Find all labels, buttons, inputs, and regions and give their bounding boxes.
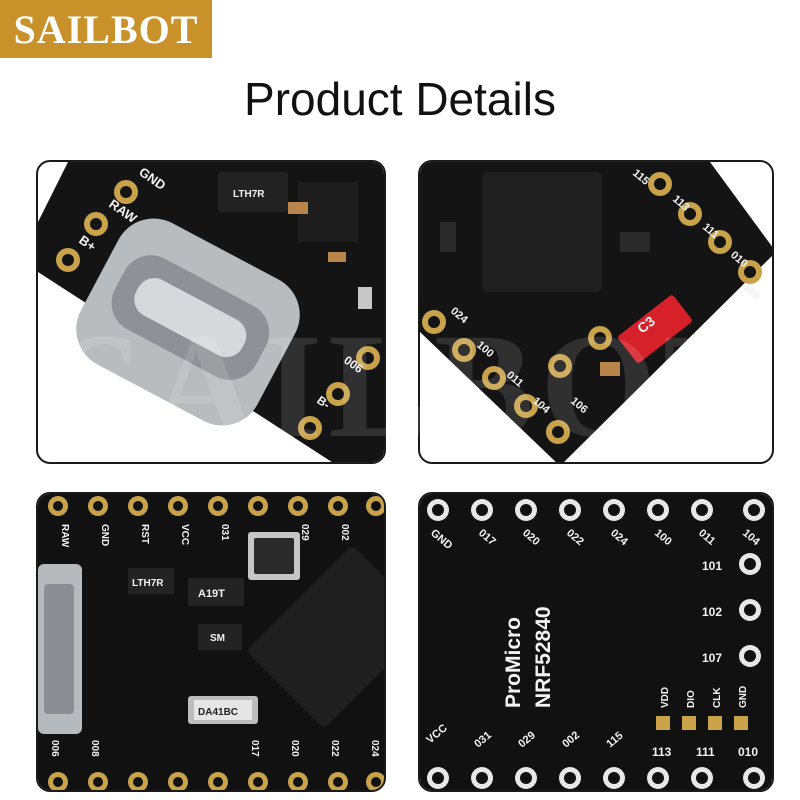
top-pad-row: [48, 496, 384, 516]
chip-label-sm: SM: [210, 633, 225, 644]
label-101: 101: [702, 559, 722, 573]
board-closeup-mcu: 115 113 111 010 009 024 100 011 104 106 …: [418, 160, 774, 464]
label-010: 010: [738, 745, 758, 759]
label-clk: CLK: [712, 687, 723, 708]
label-017: 017: [249, 740, 260, 757]
product-name-promicro: ProMicro: [502, 617, 525, 708]
label-002: 002: [339, 524, 350, 541]
label-vdd: VDD: [660, 687, 671, 708]
chip-label-lth7r: LTH7R: [132, 578, 164, 589]
board-mcu-illustration: 115 113 111 010 009 024 100 011 104 106 …: [420, 162, 772, 462]
chip-label-lth7r: LTH7R: [233, 189, 265, 200]
board-top-view: RAW GND RST VCC 031 029 002 006 008 017 …: [36, 492, 386, 792]
label-gnd: GND: [99, 524, 110, 546]
chip-label-a19t: A19T: [198, 588, 225, 600]
label-vcc: VCC: [179, 524, 190, 545]
label-031: 031: [219, 524, 230, 541]
label-006: 006: [49, 740, 60, 757]
sailbot-logo: SAILBOT: [0, 0, 212, 58]
swd-pads: [656, 716, 748, 730]
page-title: Product Details: [244, 73, 556, 125]
board-bottom-illustration: GND 017 020 022 024 100 011 104 101 102 …: [420, 494, 772, 790]
right-pad-column: [739, 553, 761, 667]
label-029: 029: [299, 524, 310, 541]
logo-text: SAILBOT: [13, 6, 199, 52]
solder-jumper: [618, 295, 692, 363]
mcu-chip: [248, 547, 384, 727]
label-gnd-swd: GND: [738, 686, 749, 708]
label-raw: RAW: [59, 524, 70, 548]
edge-pads-left: [56, 180, 380, 440]
edge-pads-right: [648, 172, 762, 284]
label-024: 024: [369, 740, 380, 757]
label-111: 111: [696, 745, 715, 759]
label-022: 022: [329, 740, 340, 757]
bottom-pad-row: [48, 772, 384, 790]
label-dio: DIO: [686, 690, 697, 708]
product-name-nrf52840: NRF52840: [532, 606, 555, 708]
mcu-chip: [482, 172, 602, 292]
edge-pads-left: [422, 310, 612, 444]
board-closeup-usb-c: GND RAW B+ 006 B- LTH7R: [36, 160, 386, 464]
label-102: 102: [702, 605, 722, 619]
label-107: 107: [702, 651, 722, 665]
board-bottom-view: GND 017 020 022 024 100 011 104 101 102 …: [418, 492, 774, 792]
label-008: 008: [89, 740, 100, 757]
bottom-pad-row: [427, 767, 765, 789]
board-top-illustration: RAW GND RST VCC 031 029 002 006 008 017 …: [38, 494, 384, 790]
chip-label-da41bc: DA41BC: [198, 707, 238, 718]
top-pad-row: [427, 499, 765, 521]
label-113: 113: [652, 745, 672, 759]
label-rst: RST: [139, 524, 150, 544]
board-usb-c-illustration: GND RAW B+ 006 B- LTH7R: [38, 162, 384, 462]
label-020: 020: [289, 740, 300, 757]
usb-c-port: [76, 218, 300, 426]
